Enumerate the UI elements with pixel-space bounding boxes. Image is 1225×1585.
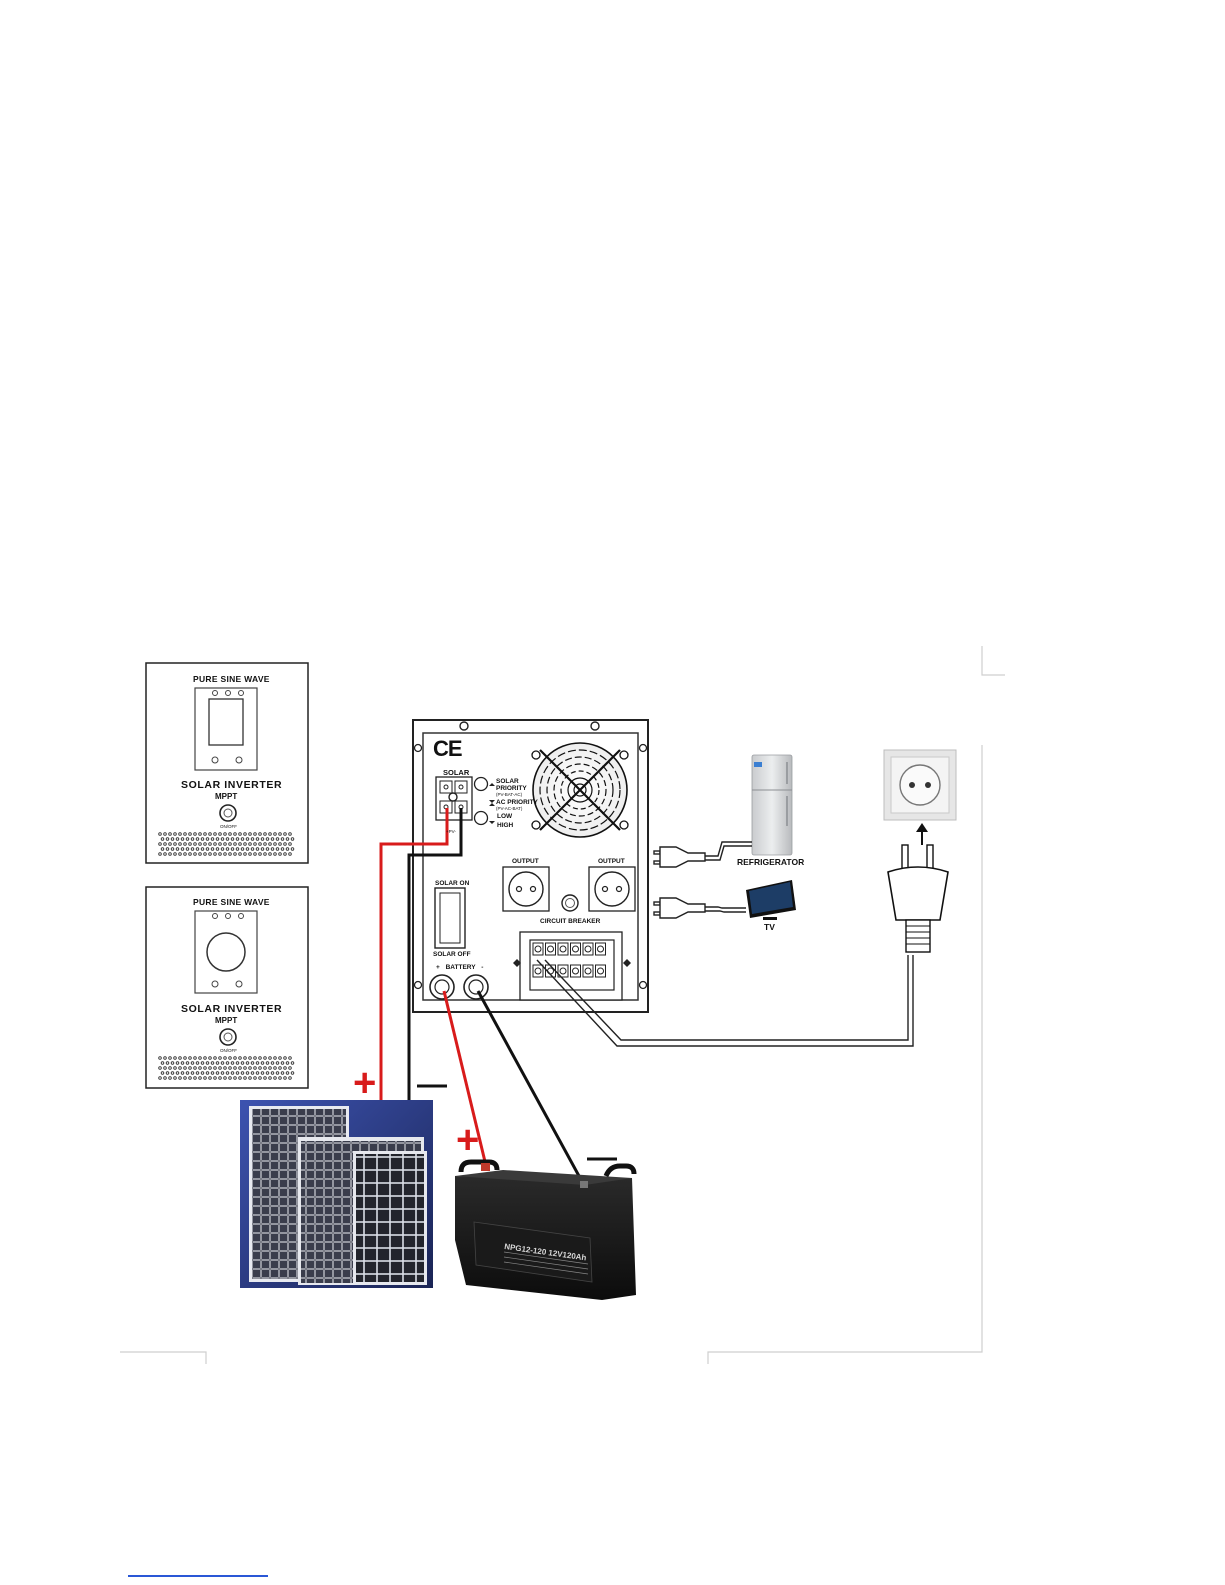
panel-1-mppt: MPPT <box>215 792 237 801</box>
circuit-breaker-label: CIRCUIT BREAKER <box>540 918 600 925</box>
battery-terminal-label: + BATTERY - <box>436 964 483 971</box>
panel-2-mppt: MPPT <box>215 1016 237 1025</box>
ac-priority-label: AC PRIORITY <box>496 799 538 806</box>
solar-off-label: SOLAR OFF <box>433 951 471 958</box>
panel-1-name: SOLAR INVERTER <box>181 779 282 791</box>
wall-socket <box>884 750 956 820</box>
output-1-label: OUTPUT <box>512 858 539 865</box>
appliance-cables <box>705 842 752 912</box>
ac-priority-sub: (PV-AC-BAT) <box>496 806 522 811</box>
output-2-label: OUTPUT <box>598 858 625 865</box>
solar-priority-sub: (PV-BAT-AC) <box>496 792 522 797</box>
tv <box>746 880 796 920</box>
panel-1-switch-label: ON/OFF <box>220 824 237 829</box>
ce-mark: CE <box>433 736 462 762</box>
pv-positive-sign: + <box>353 1063 376 1103</box>
battery-negative-sign: — <box>587 1138 617 1178</box>
panel-1-title: PURE SINE WAVE <box>193 674 270 684</box>
level-low-label: LOW <box>497 813 512 820</box>
footer-underline <box>128 1575 268 1577</box>
solar-priority-label: SOLAR PRIORITY <box>496 778 538 792</box>
refrigerator-label: REFRIGERATOR <box>737 857 804 867</box>
appliance-plugs <box>654 847 705 918</box>
pv-negative-sign: — <box>417 1065 447 1105</box>
battery <box>455 1162 636 1300</box>
tv-label: TV <box>764 922 775 932</box>
battery-positive-sign: + <box>456 1120 479 1160</box>
refrigerator <box>752 755 792 855</box>
grid-plug <box>888 823 948 952</box>
panel-2-switch-label: ON/OFF <box>220 1048 237 1053</box>
solar-panels <box>240 1100 433 1288</box>
panel-2-title: PURE SINE WAVE <box>193 897 270 907</box>
pv-terminal-label: +PV- <box>446 829 456 834</box>
fan-grille <box>532 743 628 837</box>
solar-terminal-label: SOLAR <box>443 768 469 777</box>
level-high-label: HIGH <box>497 822 513 829</box>
inverter-front-panel-1 <box>146 663 308 863</box>
panel-2-name: SOLAR INVERTER <box>181 1003 282 1015</box>
inverter-front-panel-2 <box>146 887 308 1088</box>
solar-on-label: SOLAR ON <box>435 880 469 887</box>
